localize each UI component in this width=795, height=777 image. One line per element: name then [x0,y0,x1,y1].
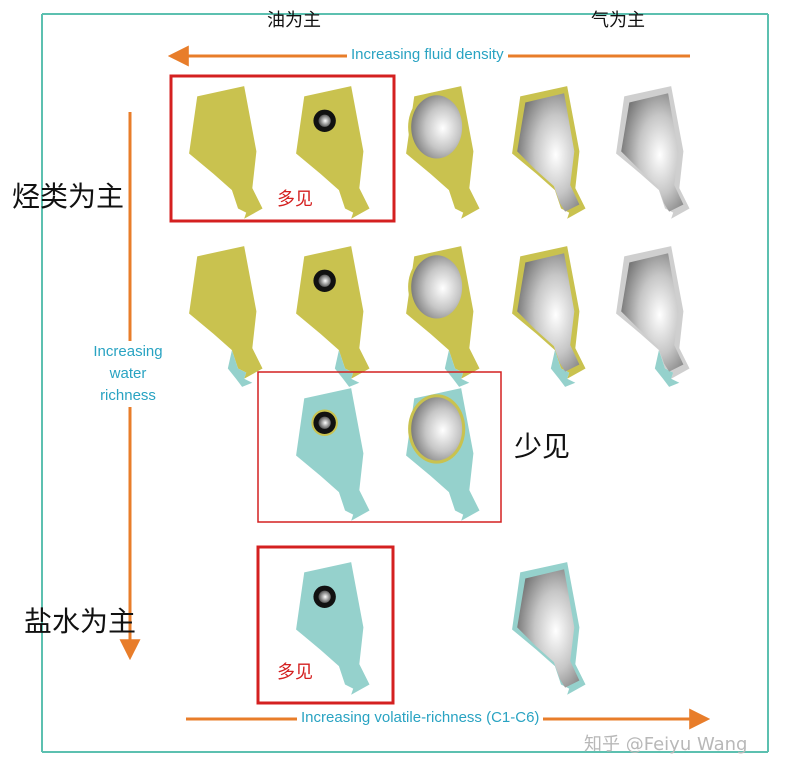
pore-grain-r3c3 [406,388,480,521]
pore-grain-r2c2 [296,246,370,387]
common-note-bottom: 多见 [277,662,313,683]
water-tail [550,350,576,387]
pore-grain-r1c5 [616,86,690,219]
gas-bubble [318,416,331,429]
oil-dominant-label: 油为主 [267,10,321,31]
water-richness-line-3: richness [100,387,156,404]
gas-bubble [411,255,463,319]
common-box-top [169,74,396,223]
pore-grain-r1c3 [406,86,480,219]
outer-frame [41,13,769,753]
gas-fill [621,93,684,212]
grain-body [189,86,263,219]
pore-grain-r4c4 [512,562,586,695]
gas-fill [621,253,684,372]
common-note-top: 多见 [277,189,313,210]
watermark: 知乎 @Feiyu Wang [584,734,748,755]
pore-grains [189,86,690,695]
gas-bubble [411,397,463,461]
gas-dominant-label: 气为主 [591,10,645,31]
volatile-richness-label: Increasing volatile-richness (C1-C6) [297,709,544,726]
brine-dominant-label: 盐水为主 [24,605,137,638]
pore-grain-r1c2 [296,86,370,219]
gas-bubble [318,274,331,287]
fluid-density-label: Increasing fluid density [347,46,508,63]
pore-grain-r2c3 [406,246,480,387]
gas-bubble [318,590,331,603]
common-box-bottom [256,545,395,705]
water-tail [334,350,360,387]
water-tail [654,350,680,387]
pore-grain-r4c2 [296,562,370,695]
water-tail [227,350,253,387]
grain-body [296,388,370,521]
gas-bubble [318,114,331,127]
pore-grain-r2c4 [512,246,586,387]
gas-fill [517,569,580,688]
pore-grain-r3c2 [296,388,370,521]
water-richness-line-1: Increasing [93,343,163,360]
grain-body [296,246,370,379]
hydrocarbon-dominant-label: 烃类为主 [12,180,125,213]
grain-body [189,246,263,379]
pore-grain-r2c1 [189,246,263,387]
pore-grain-r1c1 [189,86,263,219]
gas-bubble [411,95,463,159]
rare-label: 少见 [514,430,571,463]
gas-fill [517,93,580,212]
gas-fill [517,253,580,372]
rare-box [257,371,502,523]
pore-grain-r1c4 [512,86,586,219]
water-richness-label: Increasing water richness [80,341,176,407]
pore-grain-r2c5 [616,246,690,387]
water-richness-line-2: water [109,365,147,382]
water-tail [444,350,470,387]
